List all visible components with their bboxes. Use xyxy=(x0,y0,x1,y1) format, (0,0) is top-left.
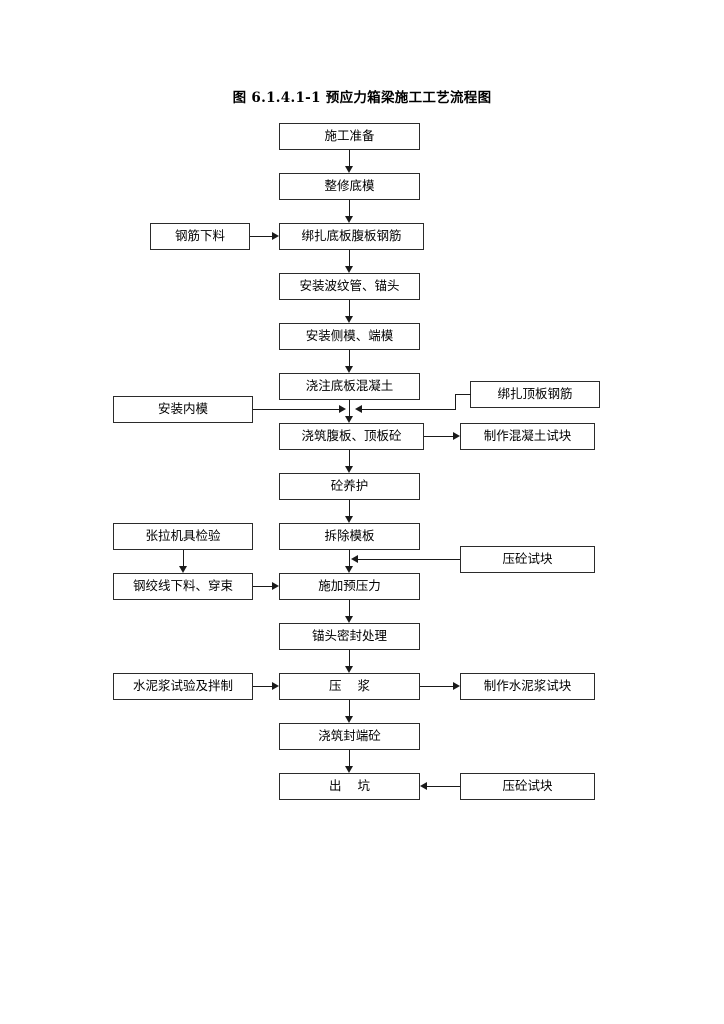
flow-node-grouting[interactable]: 压 浆 xyxy=(279,673,420,700)
connector-n6-n7 xyxy=(349,400,350,416)
flow-node-rebar-cutting[interactable]: 钢筋下料 xyxy=(150,223,250,250)
arrowhead-l1-n3 xyxy=(272,232,279,240)
flow-node-remove-formwork[interactable]: 拆除模板 xyxy=(279,523,420,550)
arrowhead-n9-n10 xyxy=(345,566,353,573)
connector-n2-n3 xyxy=(349,200,350,216)
flow-node-cement-grout-test-mixing[interactable]: 水泥浆试验及拌制 xyxy=(113,673,253,700)
connector-l5-n12 xyxy=(253,686,272,687)
connector-n12-r4 xyxy=(420,686,453,687)
page-title: 图 6.1.4.1-1 预应力箱梁施工工艺流程图 xyxy=(232,90,492,106)
flow-node-install-corrugated-pipe-anchor[interactable]: 安装波纹管、锚头 xyxy=(279,273,420,300)
connector-l2-n7 xyxy=(253,409,339,410)
connector-n3-n4 xyxy=(349,250,350,266)
arrowhead-n6-n7 xyxy=(345,416,353,423)
flow-node-apply-prestress[interactable]: 施加预压力 xyxy=(279,573,420,600)
arrowhead-n11-n12 xyxy=(345,666,353,673)
connector-n12-n13 xyxy=(349,700,350,716)
flow-node-repair-bottom-formwork[interactable]: 整修底模 xyxy=(279,173,420,200)
connector-n8-n9 xyxy=(349,500,350,516)
flow-node-make-cement-grout-specimen[interactable]: 制作水泥浆试块 xyxy=(460,673,595,700)
flow-node-concrete-curing[interactable]: 砼养护 xyxy=(279,473,420,500)
connector-l3-l4 xyxy=(183,550,184,566)
arrowhead-n8-n9 xyxy=(345,516,353,523)
arrowhead-n3-n4 xyxy=(345,266,353,273)
flow-node-install-inner-formwork[interactable]: 安装内模 xyxy=(113,396,253,423)
arrowhead-n13-n14 xyxy=(345,766,353,773)
flow-node-concrete-specimen-test-lower[interactable]: 压砼试块 xyxy=(460,773,595,800)
connector-n1-n2 xyxy=(349,150,350,166)
flow-node-construction-preparation[interactable]: 施工准备 xyxy=(279,123,420,150)
arrowhead-r5-n14 xyxy=(420,782,427,790)
arrowhead-n4-n5 xyxy=(345,316,353,323)
arrowhead-n7-r2 xyxy=(453,432,460,440)
arrowhead-r1-n7 xyxy=(355,405,362,413)
connector-n7-n8 xyxy=(349,450,350,466)
connector-r5-n14 xyxy=(427,786,460,787)
flow-node-pour-end-sealing-concrete[interactable]: 浇筑封端砼 xyxy=(279,723,420,750)
connector-n4-n5 xyxy=(349,300,350,316)
connector-n9-n10 xyxy=(349,550,350,566)
flow-node-strand-cutting-threading[interactable]: 钢绞线下料、穿束 xyxy=(113,573,253,600)
arrowhead-l2-n7 xyxy=(339,405,346,413)
arrowhead-n12-r4 xyxy=(453,682,460,690)
flow-node-concrete-specimen-test-upper[interactable]: 压砼试块 xyxy=(460,546,595,573)
arrowhead-r3-n10 xyxy=(351,555,358,563)
connector-r3-n10 xyxy=(358,559,460,560)
flow-node-tensioning-equipment-inspection[interactable]: 张拉机具检验 xyxy=(113,523,253,550)
connector-r1-n7-segment-top xyxy=(455,394,471,395)
flow-node-anchor-sealing[interactable]: 锚头密封处理 xyxy=(279,623,420,650)
arrowhead-n10-n11 xyxy=(345,616,353,623)
connector-n11-n12 xyxy=(349,650,350,666)
arrowhead-l5-n12 xyxy=(272,682,279,690)
arrowhead-n12-n13 xyxy=(345,716,353,723)
flow-node-exit-pit[interactable]: 出 坑 xyxy=(279,773,420,800)
connector-r1-n7-segment-drop xyxy=(455,394,456,409)
arrowhead-n5-n6 xyxy=(345,366,353,373)
connector-l4-n10 xyxy=(253,586,272,587)
connector-n13-n14 xyxy=(349,750,350,766)
flow-node-tie-bottom-web-rebar[interactable]: 绑扎底板腹板钢筋 xyxy=(279,223,424,250)
arrowhead-n7-n8 xyxy=(345,466,353,473)
flow-node-install-side-end-formwork[interactable]: 安装侧模、端模 xyxy=(279,323,420,350)
flow-node-tie-top-slab-rebar[interactable]: 绑扎顶板钢筋 xyxy=(470,381,600,408)
connector-r1-n7-segment-left xyxy=(362,409,456,410)
arrowhead-n2-n3 xyxy=(345,216,353,223)
flow-node-pour-web-top-slab-concrete[interactable]: 浇筑腹板、顶板砼 xyxy=(279,423,424,450)
connector-n5-n6 xyxy=(349,350,350,366)
arrowhead-l3-l4 xyxy=(179,566,187,573)
connector-n10-n11 xyxy=(349,600,350,616)
connector-l1-n3 xyxy=(250,236,272,237)
arrowhead-l4-n10 xyxy=(272,582,279,590)
flow-node-pour-bottom-slab-concrete[interactable]: 浇注底板混凝土 xyxy=(279,373,420,400)
flow-node-make-concrete-specimen[interactable]: 制作混凝土试块 xyxy=(460,423,595,450)
connector-n7-r2 xyxy=(424,436,453,437)
arrowhead-n1-n2 xyxy=(345,166,353,173)
